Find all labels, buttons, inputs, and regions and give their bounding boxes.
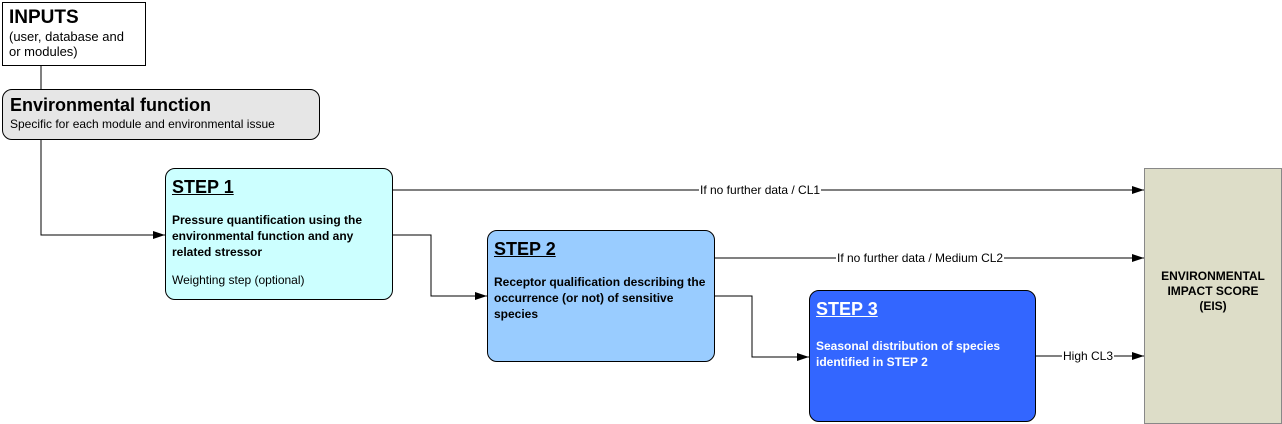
step2-box: STEP 2 Receptor qualification describing… — [487, 230, 715, 362]
eis-label: ENVIRONMENTAL IMPACT SCORE (EIS) — [1161, 269, 1265, 313]
step1-box: STEP 1 Pressure quantification using the… — [165, 168, 393, 300]
step3-box: STEP 3 Seasonal distribution of species … — [809, 290, 1036, 422]
step1-note: Weighting step (optional) — [172, 273, 305, 287]
inputs-title: INPUTS — [9, 7, 79, 28]
step3-body: Seasonal distribution of species identif… — [816, 339, 1001, 369]
step1-body: Pressure quantification using the enviro… — [172, 213, 363, 259]
edge-step2-step3 — [715, 295, 809, 361]
step3-title: STEP 3 — [816, 299, 878, 319]
env-function-title: Environmental function — [10, 95, 212, 115]
inputs-box: INPUTS (user, database and or modules) — [2, 2, 146, 66]
edge-envf-step1 — [40, 140, 165, 239]
edge-label-cl2: If no further data / Medium CL2 — [836, 251, 1005, 265]
environmental-function-box: Environmental function Specific for each… — [2, 89, 320, 140]
step1-title: STEP 1 — [172, 177, 234, 197]
step2-title: STEP 2 — [494, 239, 556, 259]
env-function-subtitle: Specific for each module and environment… — [10, 117, 275, 131]
edge-label-cl1: If no further data / CL1 — [699, 183, 822, 197]
edge-label-cl3: High CL3 — [1062, 349, 1115, 363]
step2-body: Receptor qualification describing the oc… — [494, 275, 706, 321]
inputs-subtitle: (user, database and or modules) — [9, 29, 124, 59]
eis-box: ENVIRONMENTAL IMPACT SCORE (EIS) — [1144, 168, 1282, 424]
edge-step1-step2 — [393, 234, 487, 300]
